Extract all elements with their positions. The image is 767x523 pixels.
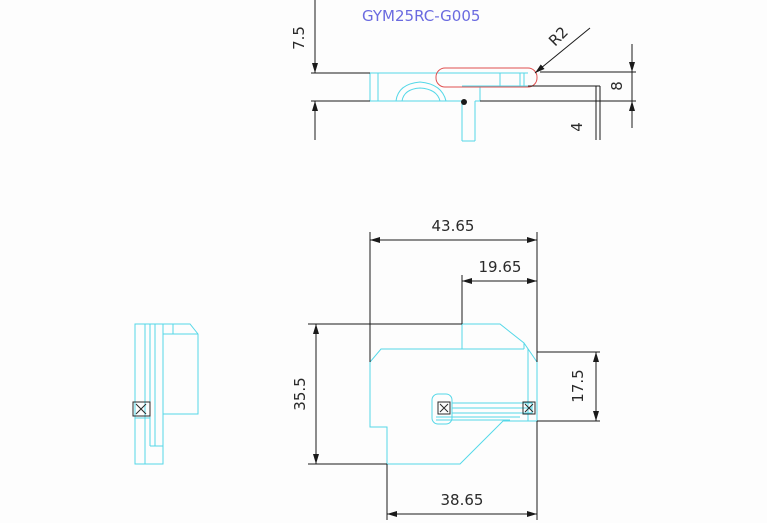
side-view [132,323,199,465]
svg-text:17.5: 17.5 [569,369,587,402]
dim-radius: R2 [534,23,591,74]
slot-highlight [435,67,538,88]
svg-text:35.5: 35.5 [291,377,309,410]
svg-text:7.5: 7.5 [290,26,308,50]
svg-text:8: 8 [608,81,626,91]
dim-top-height: 7.5 [290,0,370,140]
svg-text:38.65: 38.65 [441,491,484,509]
pivot-mark [461,99,467,105]
dim-right-height: 17.5 [537,351,600,422]
dim-bottom-width: 38.65 [386,421,538,520]
hinge-pin [431,393,536,425]
dim-slot: 8 [480,44,636,140]
part-number-label: GYM25RC-G005 [362,7,480,25]
dim-height: 35.5 [291,323,462,465]
svg-text:43.65: 43.65 [432,217,475,235]
svg-text:4: 4 [568,122,586,132]
dim-total-width: 43.65 [369,217,538,362]
dim-tab: 4 [568,86,597,140]
svg-text:19.65: 19.65 [479,258,522,276]
dim-upper-step: 19.65 [461,258,537,324]
side-clip [132,401,151,419]
front-view: 43.65 19.65 35.5 17.5 38.65 [291,217,600,520]
front-view-outline [369,323,538,465]
top-view-outline [369,72,528,142]
